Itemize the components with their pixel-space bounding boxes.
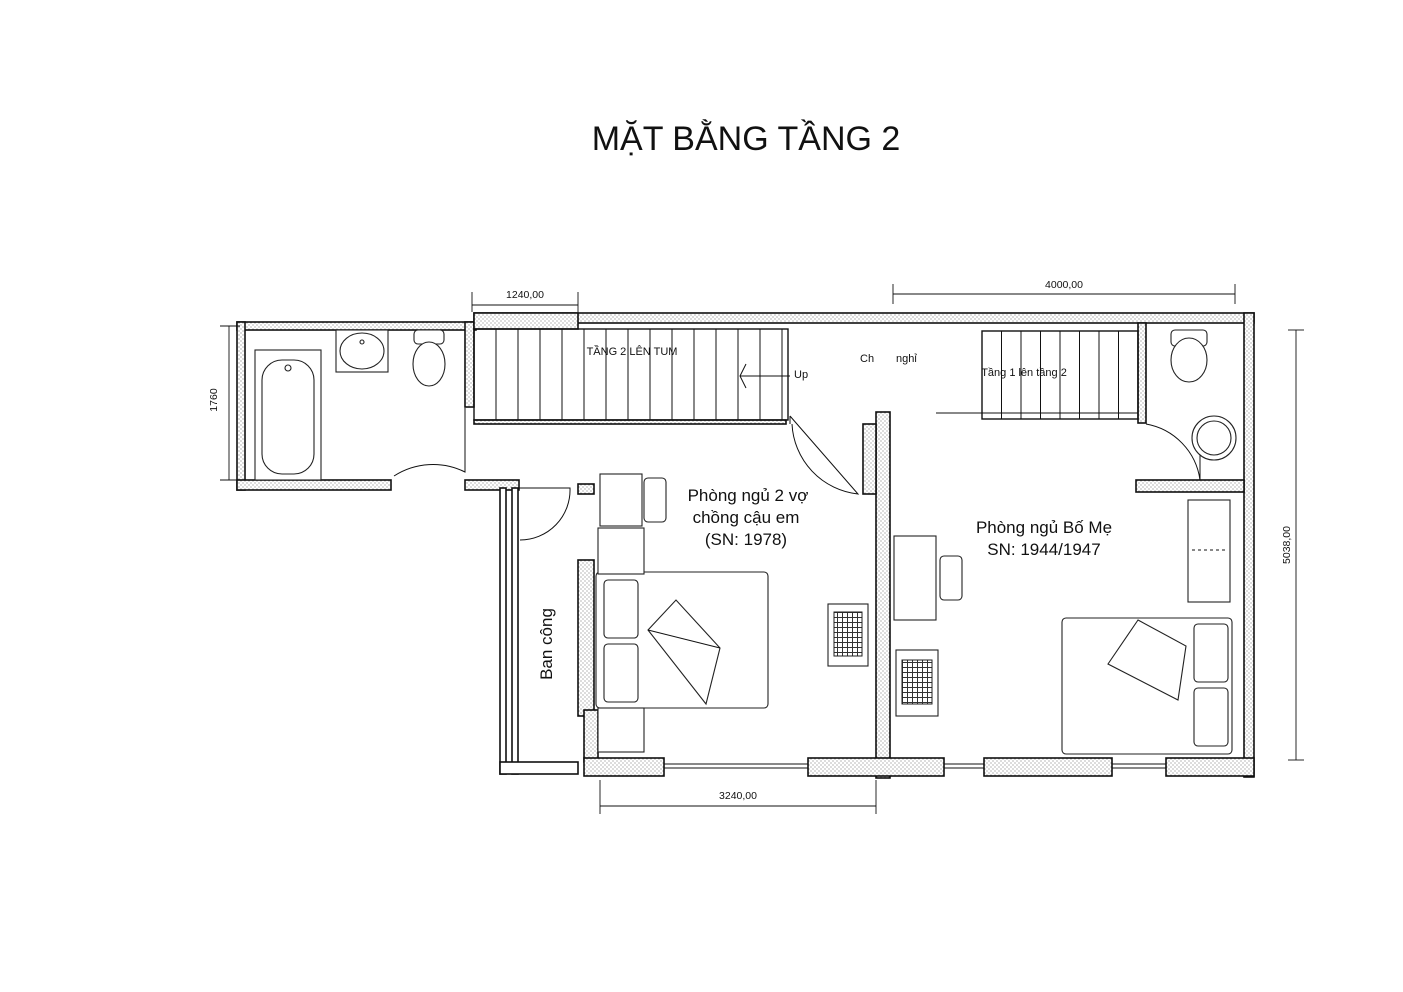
bedroom-parents-line2: SN: 1944/1947 — [987, 540, 1100, 559]
bedroom-couple-line1: Phòng ngủ 2 vợ — [688, 486, 809, 505]
bedroom-parents-line1: Phòng ngủ Bố Mẹ — [976, 518, 1112, 537]
walls — [236, 312, 1255, 779]
altar-label-part2: nghỉ — [896, 353, 917, 365]
dimension-bottom: 3240,00 — [599, 780, 877, 814]
dimension-left-value: 1760 — [208, 388, 220, 412]
bathtub — [254, 349, 322, 481]
washbasin-left — [335, 329, 389, 373]
dimension-left: 1760 — [208, 325, 240, 481]
page-title: MẶT BẰNG TẦNG 2 — [592, 120, 901, 158]
basket-left — [827, 603, 869, 667]
bedroom-couple-line3: (SN: 1978) — [705, 530, 787, 549]
wardrobe-left — [597, 527, 645, 753]
dimension-top-right: 4000,00 — [892, 279, 1236, 304]
wardrobe-right — [1187, 499, 1231, 603]
stair-right-treads — [1001, 331, 1119, 419]
dimension-top-left-value: 1240,00 — [506, 289, 544, 301]
basket-right — [895, 649, 939, 717]
bed-left — [595, 571, 769, 709]
stair-left — [473, 328, 789, 421]
dimension-right-value: 5038,00 — [1281, 526, 1293, 564]
dimension-top-right-value: 4000,00 — [1045, 279, 1083, 291]
dimension-bottom-value: 3240,00 — [719, 790, 757, 802]
stair-left-treads — [495, 329, 783, 420]
toilet-left — [412, 329, 446, 387]
desk-right — [893, 535, 963, 621]
balcony-label: Ban công — [537, 608, 556, 680]
stair-up-label: Up — [794, 369, 808, 381]
bed-right — [1061, 617, 1233, 755]
bedroom-couple-line2: chồng cậu em — [693, 508, 800, 527]
washbasin-right — [1191, 415, 1237, 461]
dimension-right: 5038,00 — [1281, 329, 1304, 761]
stair-from-floor1-label: Tầng 1 lên tầng 2 — [981, 367, 1067, 379]
desk-left — [599, 473, 667, 527]
toilet-right — [1170, 329, 1208, 383]
altar-label-part1: Ch — [860, 353, 874, 365]
stair-to-roof-label: TẦNG 2 LÊN TUM — [587, 345, 678, 358]
stair-arrow-icon — [739, 363, 790, 389]
dimension-top-left: 1240,00 — [471, 289, 579, 312]
